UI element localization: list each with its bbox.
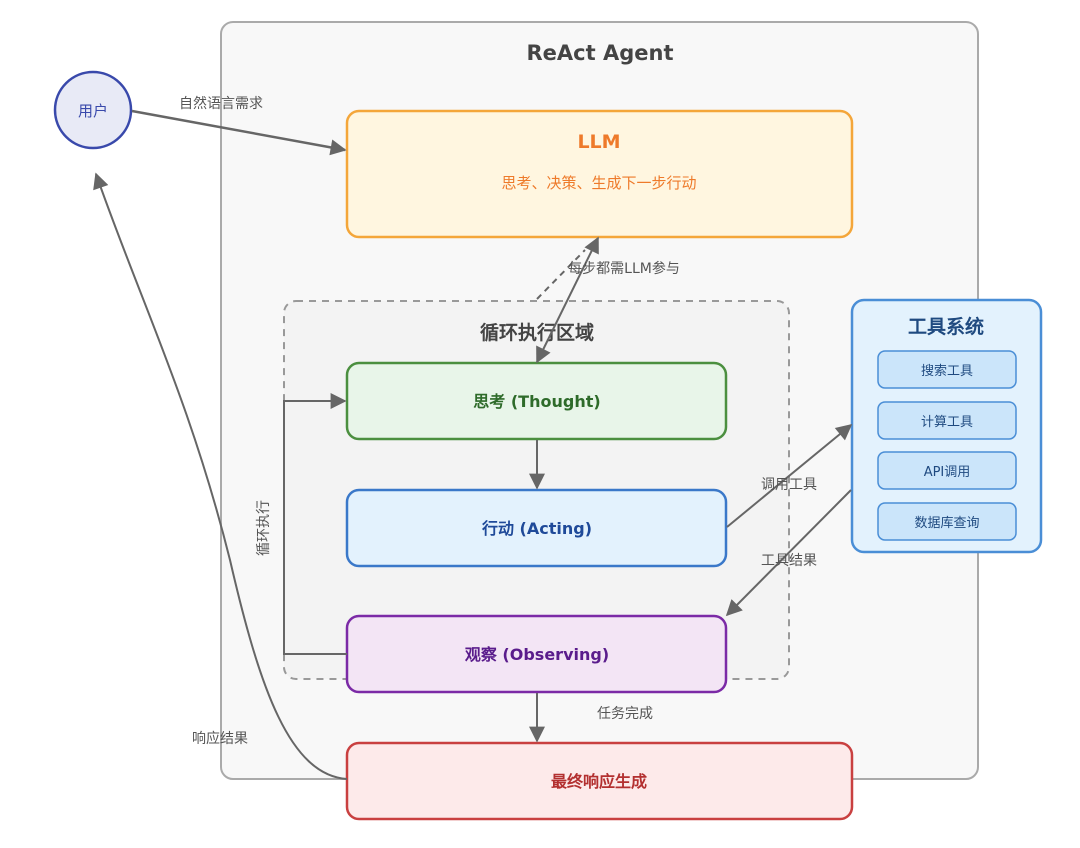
thought-label: 思考 (Thought) [473, 392, 600, 411]
tool-item-label: API调用 [924, 465, 971, 480]
react-agent-title: ReAct Agent [527, 41, 674, 65]
edge-label-llm-thought: 每步都需LLM参与 [568, 260, 680, 277]
final-response-node[interactable]: 最终响应生成 [345, 741, 854, 821]
final-response-label: 最终响应生成 [551, 772, 647, 791]
tool-item-label: 搜索工具 [921, 364, 973, 379]
edge-call-tool [726, 423, 853, 528]
edge-llm-participation-dashed [536, 249, 586, 300]
edge-label-user-to-llm: 自然语言需求 [179, 95, 263, 112]
user-label: 用户 [78, 102, 108, 120]
edge-tool-result [725, 489, 852, 617]
observing-label: 观察 (Observing) [465, 645, 609, 664]
user-node[interactable]: 用户 [53, 70, 133, 150]
edge-user-to-llm [131, 109, 347, 156]
edge-label-call-tool: 调用工具 [761, 477, 817, 493]
tool-item-label: 计算工具 [921, 415, 973, 430]
observing-node[interactable]: 观察 (Observing) [345, 614, 728, 694]
edge-loop-back [283, 393, 347, 655]
tool-item-search[interactable]: 搜索工具 [877, 350, 1017, 389]
tool-item-api[interactable]: API调用 [877, 451, 1017, 490]
edge-response-to-user [93, 172, 348, 780]
thought-node[interactable]: 思考 (Thought) [345, 361, 728, 441]
acting-node[interactable]: 行动 (Acting) [345, 488, 728, 568]
loop-region-title: 循环执行区域 [480, 321, 594, 344]
tool-item-calculator[interactable]: 计算工具 [877, 401, 1017, 440]
edge-label-tool-result: 工具结果 [761, 553, 817, 569]
llm-title: LLM [577, 131, 620, 153]
edge-label-response: 响应结果 [192, 730, 248, 747]
llm-subtitle: 思考、决策、生成下一步行动 [501, 174, 696, 192]
edge-llm-thought [536, 236, 599, 364]
edge-label-task-done: 任务完成 [597, 706, 653, 722]
edge-label-loop-back: 循环执行 [256, 500, 272, 556]
acting-label: 行动 (Acting) [481, 519, 592, 538]
tool-item-database[interactable]: 数据库查询 [877, 502, 1017, 541]
llm-node[interactable]: LLM 思考、决策、生成下一步行动 [345, 109, 854, 239]
tools-system-title: 工具系统 [908, 315, 984, 338]
tool-item-label: 数据库查询 [914, 515, 979, 531]
